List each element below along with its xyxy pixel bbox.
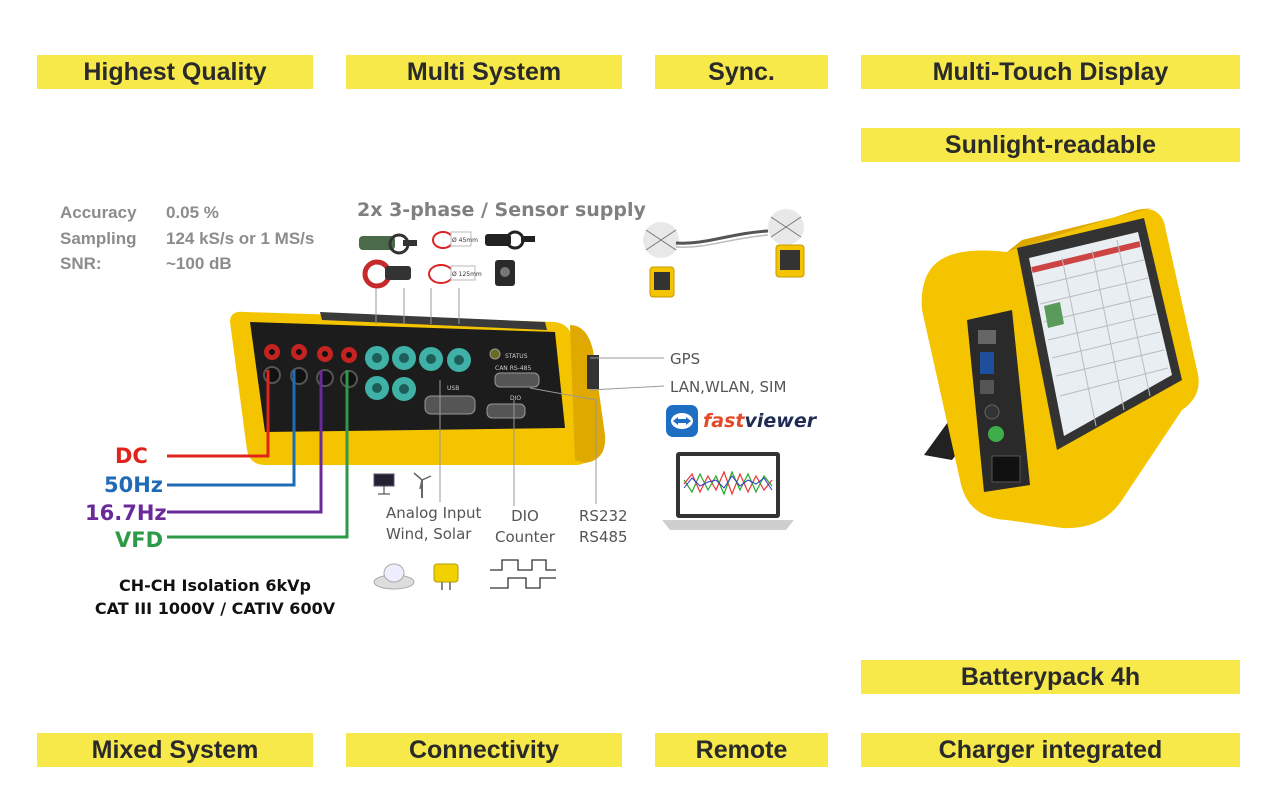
spec-name-sampling: Sampling — [60, 228, 137, 248]
clamp-sensor-icon — [362, 259, 411, 289]
freq-label-16-7hz: 16.7Hz — [85, 501, 167, 525]
laptop-waveform-image — [662, 452, 794, 530]
tablet-screen-table — [1031, 239, 1169, 427]
pyranometer-icon — [373, 563, 415, 590]
analyzer-mini-icon — [775, 244, 805, 278]
banner-charger-integrated: Charger integrated — [861, 733, 1240, 767]
port-callout-lines — [439, 380, 597, 506]
freq-label-dc: DC — [115, 444, 148, 468]
solar-panel-icon — [373, 473, 395, 495]
banner-mixed-system: Mixed System — [37, 733, 313, 767]
fastviewer-part-1: fast — [703, 410, 745, 432]
clamp-sensor-icon — [485, 230, 535, 250]
banner-multi-system: Multi System — [346, 55, 622, 89]
banner-multi-touch-display: Multi-Touch Display — [861, 55, 1240, 89]
analog-line-1: Analog Input — [386, 504, 482, 522]
16-7hz-wire — [167, 370, 323, 514]
gps-lan-callout-lines — [590, 357, 665, 391]
isolation-line-1: CH-CH Isolation 6kVp — [119, 576, 311, 595]
dc-wire — [167, 370, 270, 458]
dio-device-label: DIO — [510, 395, 521, 402]
dio-counter-label: DIO Counter — [495, 506, 555, 548]
sensor-supply-title: 2x 3-phase / Sensor supply — [357, 199, 646, 221]
isolation-text: CH-CH Isolation 6kVp CAT III 1000V / CAT… — [80, 574, 350, 620]
rogowski-coil-icon: Ø 45mm — [432, 231, 478, 249]
usb-label: USB — [447, 385, 459, 392]
thermocouple-icon — [433, 563, 459, 590]
spec-value-accuracy: 0.05 % — [166, 203, 219, 222]
sensor-clamps-image: Ø 45mm Ø 125mm — [359, 230, 535, 289]
banner-sunlight-readable: Sunlight-readable — [861, 128, 1240, 162]
banner-batterypack: Batterypack 4h — [861, 660, 1240, 694]
50hz-wire — [167, 370, 296, 487]
status-label: STATUS — [505, 353, 528, 360]
dio-line-1: DIO — [511, 507, 539, 525]
spec-name-snr: SNR: — [60, 254, 102, 273]
network-cluster-icon — [643, 209, 804, 258]
fastviewer-part-2: viewer — [744, 410, 817, 432]
serial-label: RS232 RS485 — [579, 506, 628, 548]
sensor-accessory-icons — [373, 559, 556, 590]
fastviewer-logo-icon — [666, 405, 698, 437]
analyzer-mini-icon — [649, 266, 675, 298]
analog-line-2: Wind, Solar — [386, 525, 472, 543]
serial-line-2: RS485 — [579, 528, 628, 546]
spec-names: Accuracy Sampling SNR: — [60, 200, 137, 277]
renewable-icons — [373, 472, 432, 498]
analog-input-label: Analog Input Wind, Solar — [386, 503, 481, 545]
freq-label-vfd: VFD — [115, 528, 164, 552]
spec-values: 0.05 % 124 kS/s or 1 MS/s ~100 dB — [166, 200, 314, 277]
spec-name-accuracy: Accuracy — [60, 203, 137, 222]
freq-label-50hz: 50Hz — [104, 473, 164, 497]
sensor-tag-2: Ø 125mm — [452, 271, 482, 278]
wind-turbine-icon — [413, 472, 432, 498]
lan-label: LAN,WLAN, SIM — [670, 378, 787, 396]
sensor-tag-1: Ø 45mm — [452, 237, 478, 244]
banner-sync: Sync. — [655, 55, 828, 89]
gps-label: GPS — [670, 350, 701, 368]
tablet-side-ports — [978, 330, 1021, 483]
sensor-sockets — [365, 346, 471, 401]
rogowski-coil-icon: Ø 125mm — [428, 264, 482, 284]
clamp-sensor-icon — [359, 233, 417, 255]
banner-remote: Remote — [655, 733, 828, 767]
sync-devices-image — [643, 209, 805, 298]
vfd-wire — [167, 370, 349, 539]
hall-sensor-icon — [495, 260, 515, 286]
banner-highest-quality: Highest Quality — [37, 55, 313, 89]
pulse-signal-icon — [490, 559, 556, 589]
serial-line-1: RS232 — [579, 507, 628, 525]
isolation-line-2: CAT III 1000V / CATIV 600V — [94, 599, 336, 618]
spec-value-snr: ~100 dB — [166, 254, 232, 273]
tablet-analyzer-image — [921, 208, 1199, 529]
spec-value-sampling: 124 kS/s or 1 MS/s — [166, 228, 315, 248]
fastviewer-wordmark: fastviewer — [703, 410, 816, 432]
input-wires — [167, 370, 349, 539]
can-label: CAN RS-485 — [495, 365, 531, 372]
sensor-callout-lines — [375, 288, 460, 324]
banner-connectivity: Connectivity — [346, 733, 622, 767]
dio-line-2: Counter — [495, 528, 555, 546]
